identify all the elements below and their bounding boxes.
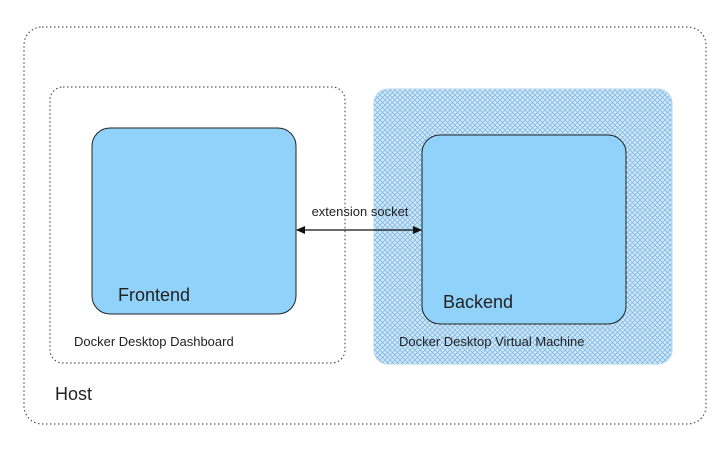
- host-container: Host: [23, 26, 707, 425]
- dashboard-container: Frontend Docker Desktop Dashboard: [49, 86, 346, 364]
- vm-label: Docker Desktop Virtual Machine: [399, 334, 584, 349]
- dashboard-label: Docker Desktop Dashboard: [74, 334, 234, 349]
- vm-container: Backend Docker Desktop Virtual Machine: [373, 88, 673, 365]
- frontend-box: [91, 127, 297, 315]
- backend-box: [421, 134, 627, 325]
- host-label: Host: [55, 384, 92, 404]
- extension-socket-connector: extension socket: [296, 204, 422, 234]
- frontend-label: Frontend: [118, 285, 190, 305]
- backend-label: Backend: [443, 292, 513, 312]
- connector-label: extension socket: [312, 204, 409, 219]
